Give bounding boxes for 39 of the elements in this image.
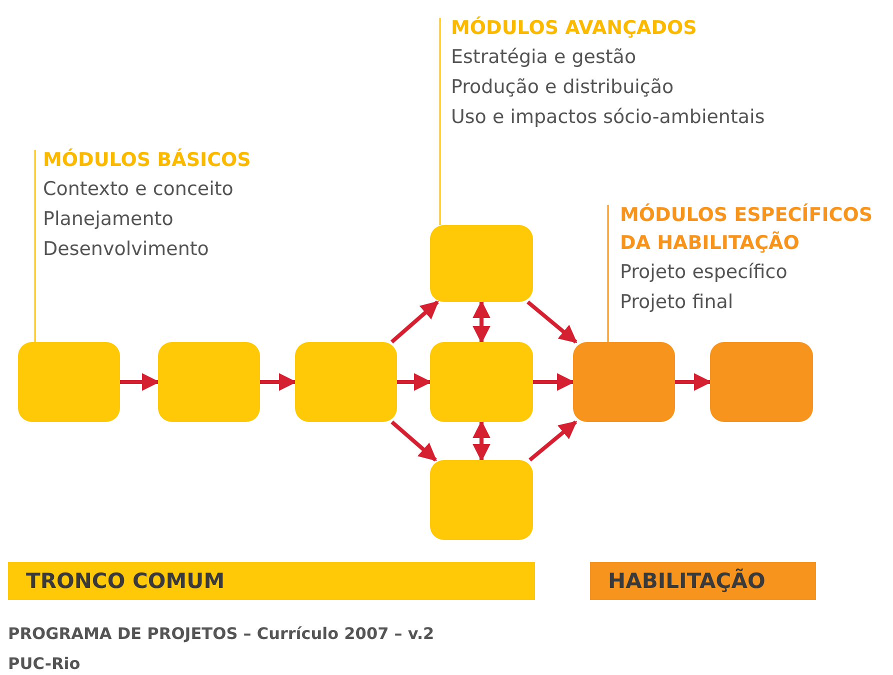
arrow: [675, 373, 712, 391]
phase-bar: [590, 562, 816, 600]
module-item: Uso e impactos sócio-ambientais: [451, 105, 766, 130]
module-box: [430, 225, 533, 302]
leader-line: [607, 205, 609, 342]
module-box: [295, 342, 397, 422]
footer-note: PUC-Rio: [8, 654, 80, 673]
module-heading: MÓDULOS ESPECÍFICOS DA HABILITAÇÃO: [620, 202, 874, 256]
arrow: [390, 300, 439, 344]
phase-label: TRONCO COMUM: [26, 569, 225, 593]
module-box: [430, 342, 533, 422]
phase-label: HABILITAÇÃO: [608, 569, 766, 593]
leader-line: [34, 150, 36, 342]
module-box: [18, 342, 120, 422]
module-item: Estratégia e gestão: [451, 45, 638, 70]
module-item: Desenvolvimento: [43, 237, 210, 262]
footer-note: PROGRAMA DE PROJETOS – Currículo 2007 – v.2: [8, 624, 434, 643]
arrow: [472, 420, 490, 462]
module-box: [573, 342, 675, 422]
module-heading: MÓDULOS BÁSICOS: [43, 147, 252, 173]
module-heading: MÓDULOS AVANÇADOS: [451, 15, 698, 41]
arrow: [526, 300, 578, 344]
module-item: Projeto específico: [620, 260, 788, 285]
arrow: [528, 420, 578, 462]
module-box: [430, 460, 533, 540]
arrow: [533, 373, 575, 391]
module-item: Planejamento: [43, 207, 174, 232]
arrow: [397, 373, 432, 391]
module-box: [710, 342, 813, 422]
arrow: [472, 300, 490, 344]
arrow: [260, 373, 297, 391]
module-item: Projeto final: [620, 290, 734, 315]
arrow: [120, 373, 160, 391]
arrow: [390, 420, 437, 462]
module-box: [158, 342, 260, 422]
module-item: Produção e distribuição: [451, 75, 675, 100]
phase-bar: [8, 562, 535, 600]
module-item: Contexto e conceito: [43, 177, 234, 202]
leader-line: [439, 18, 441, 225]
